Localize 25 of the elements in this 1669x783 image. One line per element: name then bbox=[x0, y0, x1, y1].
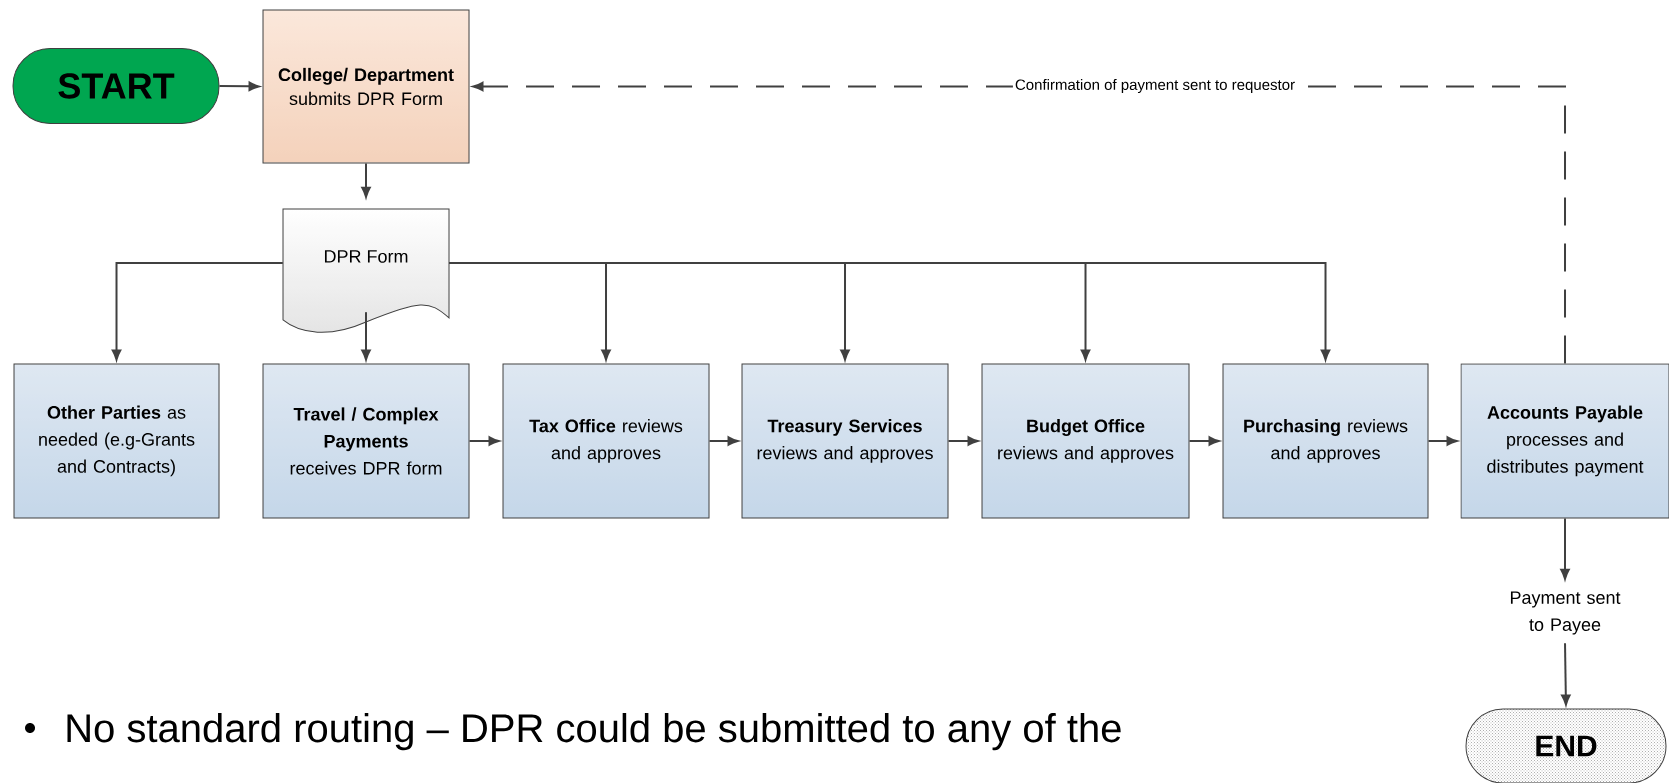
arrow bbox=[218, 81, 260, 92]
process-box: Other Parties as needed (e.g-Grants and Contracts) bbox=[13, 363, 220, 519]
process-box: Travel / Complex Payments receives DPR form bbox=[262, 363, 470, 519]
process-box: College/ Department submits DPR Form bbox=[262, 9, 470, 164]
outcome-text: Payment sent to Payee bbox=[1510, 591, 1621, 635]
arrow bbox=[1427, 436, 1458, 446]
arrow bbox=[1561, 642, 1571, 706]
process-box: Tax Office reviews and approves bbox=[502, 363, 710, 519]
end-terminal: END bbox=[1465, 708, 1667, 783]
process-box: Accounts Payable processes and distributes payment bbox=[1460, 363, 1669, 519]
arrow bbox=[448, 262, 1331, 361]
arrow bbox=[468, 436, 500, 446]
arrow bbox=[111, 262, 284, 361]
note-text: No standard routing – DPR could be submitted to any of the bbox=[67, 713, 1121, 751]
process-box: Treasury Services reviews and approves bbox=[741, 363, 949, 519]
start-terminal: START bbox=[12, 48, 220, 124]
process-box: Purchasing reviews and approves bbox=[1222, 363, 1429, 519]
arrow bbox=[1560, 517, 1570, 580]
arrow bbox=[708, 436, 739, 446]
arrow bbox=[1188, 436, 1220, 446]
edge-label: Confirmation of payment sent to requestor bbox=[1012, 77, 1298, 95]
arrow bbox=[947, 436, 979, 446]
process-box: Budget Office reviews and approves bbox=[981, 363, 1190, 519]
arrow bbox=[361, 311, 371, 361]
arrow bbox=[361, 162, 371, 198]
